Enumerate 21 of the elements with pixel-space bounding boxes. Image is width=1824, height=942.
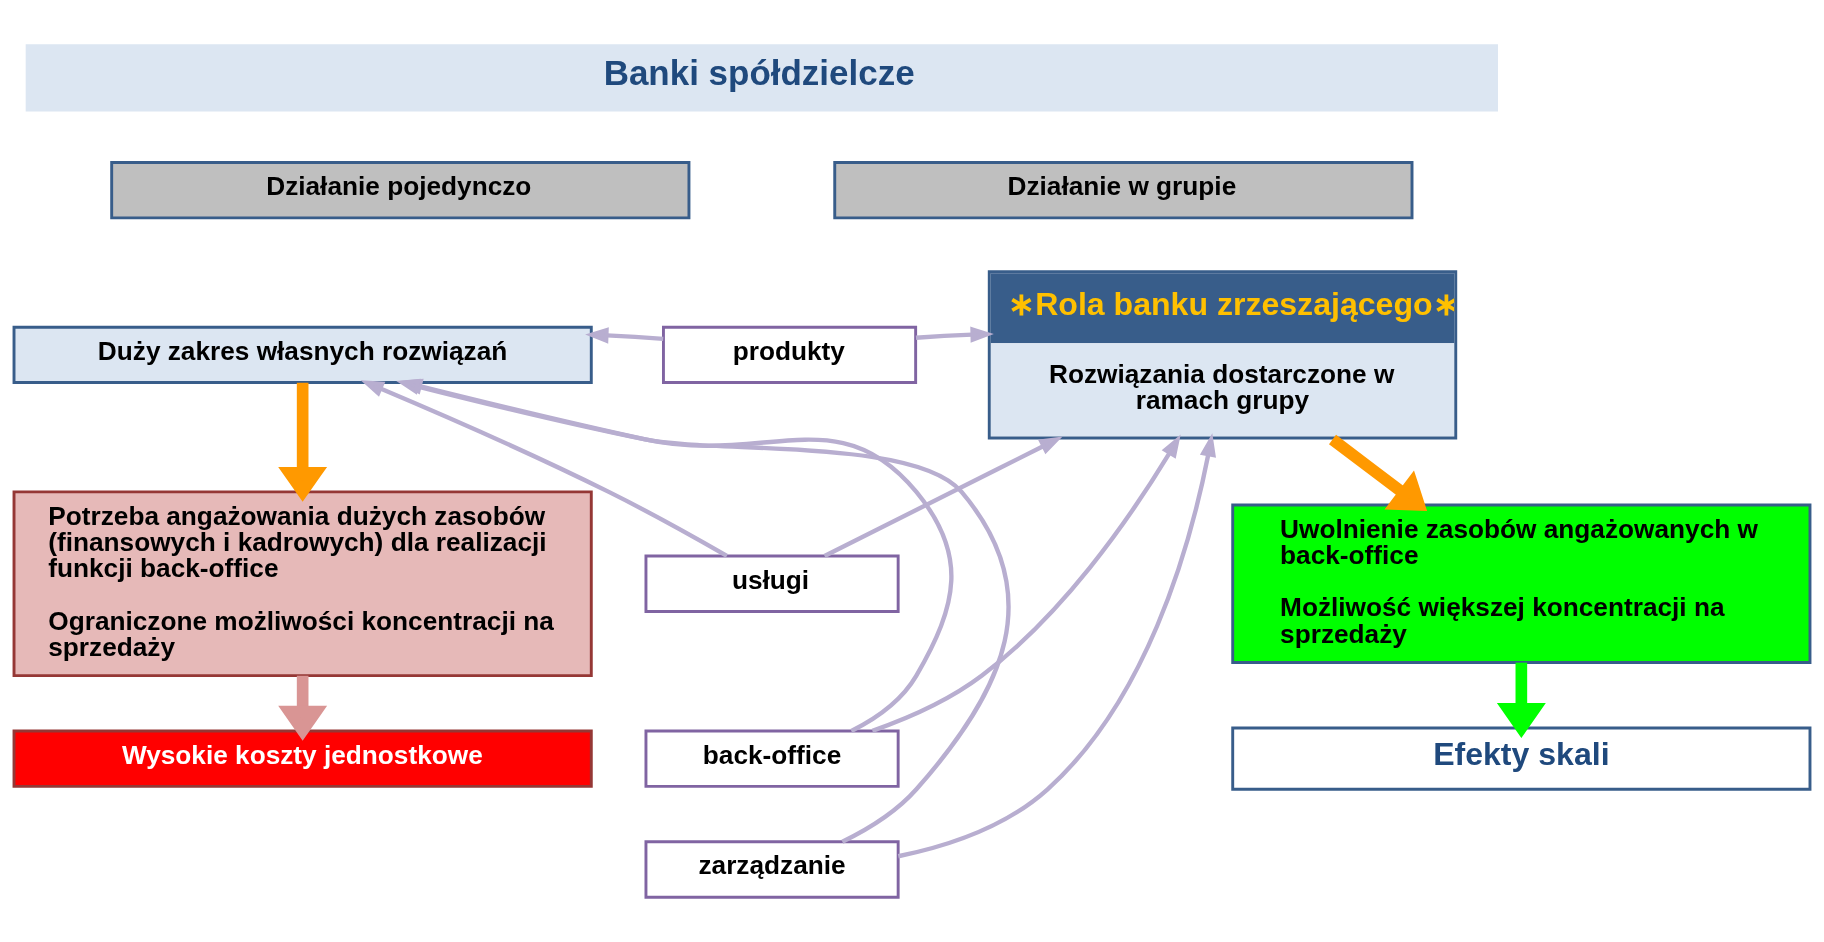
node-box: Działanie w grupie xyxy=(833,160,1414,219)
node-box: Banki spółdzielcze xyxy=(25,43,1499,111)
arrow xyxy=(278,382,328,502)
node-box: usługi xyxy=(644,554,900,613)
node-box: Uwolnienie zasobów angażowanych w back-office Możliwość większej koncentracji na sprzedaży xyxy=(1231,503,1812,664)
arrow xyxy=(1496,662,1546,738)
node-box: Wysokie koszty jednostkowe xyxy=(12,729,593,788)
arrow xyxy=(897,432,1216,858)
arrow xyxy=(871,433,1181,733)
arrow xyxy=(1329,434,1428,511)
node-box: produkty xyxy=(662,325,918,384)
node-box: Efekty skali xyxy=(1231,726,1812,791)
node-box: zarządzanie xyxy=(644,839,900,899)
node-box: back-office xyxy=(644,729,900,788)
node-box: Duży zakres własnych rozwiązań xyxy=(12,325,593,384)
arrow xyxy=(915,325,994,343)
arrow xyxy=(278,675,328,741)
arrow xyxy=(823,436,1063,558)
arrow xyxy=(585,326,664,344)
node-box: Działanie pojedynczo xyxy=(110,160,691,219)
node-box: Potrzeba angażowania dużych zasobów (finansowych i kadrowych) dla realizacji funkcji back-office Ograniczone możliwości koncentracji na sprzedaży xyxy=(12,489,593,677)
